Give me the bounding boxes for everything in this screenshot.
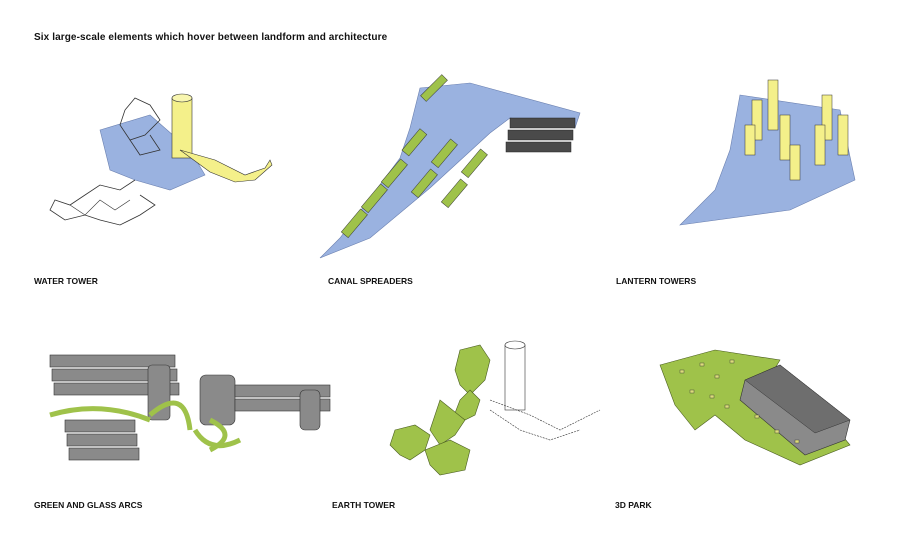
lantern-towers-illustration	[679, 79, 856, 226]
panel-lantern-towers: LANTERN TOWERS	[616, 70, 860, 286]
3d-park-illustration	[659, 349, 851, 466]
green-glass-arcs-illustration	[49, 354, 331, 461]
panel-label: CANAL SPREADERS	[328, 276, 413, 286]
panel-label: 3D PARK	[615, 500, 652, 510]
canal-spreaders-illustration	[319, 74, 581, 259]
panel-label: GREEN AND GLASS ARCS	[34, 500, 143, 510]
panel-earth-tower: EARTH TOWER	[332, 335, 610, 510]
panel-label: LANTERN TOWERS	[616, 276, 697, 286]
earth-tower-illustration	[389, 340, 601, 476]
diagram-title: Six large-scale elements which hover bet…	[34, 32, 388, 43]
panel-label: EARTH TOWER	[332, 500, 396, 510]
panel-green-glass-arcs: GREEN AND GLASS ARCS	[34, 345, 340, 510]
panel-water-tower: WATER TOWER	[34, 80, 280, 286]
panel-label: WATER TOWER	[34, 276, 98, 286]
panel-canal-spreaders: CANAL SPREADERS	[310, 68, 590, 286]
panel-3d-park: 3D PARK	[615, 345, 855, 510]
water-tower-illustration	[49, 93, 273, 226]
